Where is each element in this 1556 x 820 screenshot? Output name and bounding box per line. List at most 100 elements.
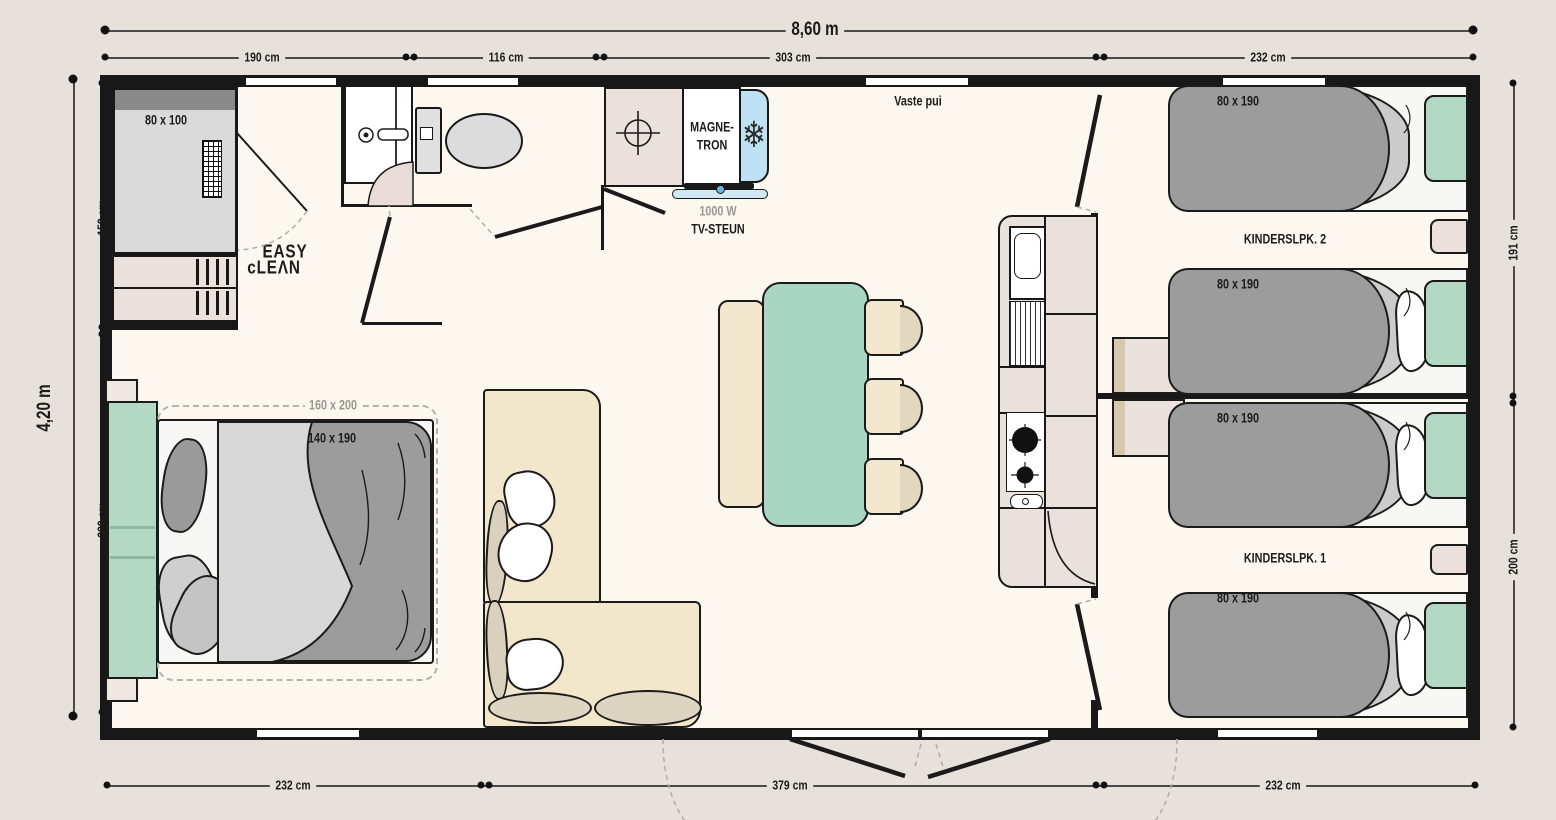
dim-label: 232 cm xyxy=(1244,49,1292,65)
cabinet-edge xyxy=(1114,339,1125,392)
drain-grate xyxy=(202,140,222,198)
french-door-leaf xyxy=(927,736,1051,780)
kids-bed-headboard xyxy=(1424,280,1468,367)
wall-bathroom-left xyxy=(341,87,344,207)
french-door-swing-arc xyxy=(1154,738,1178,820)
tv-stand-knob xyxy=(716,185,725,194)
wall-hall-stub xyxy=(601,185,604,250)
bed-size-label: 80 x 190 xyxy=(1216,590,1260,606)
dim-dot xyxy=(1469,53,1477,61)
dining-chair xyxy=(864,458,923,515)
cabinet-edge xyxy=(1114,401,1125,455)
toilet-flush-button xyxy=(420,127,433,140)
kitchen-counter-line xyxy=(1000,366,1044,368)
nightstand xyxy=(1430,219,1468,254)
bathroom-sink-unit xyxy=(344,85,413,184)
dining-bench xyxy=(718,300,765,508)
easy-clean-logo-bottom: cLEɅN xyxy=(247,257,301,278)
dim-label: 232 cm xyxy=(269,777,317,793)
louvre-slat xyxy=(216,259,219,285)
dining-chair xyxy=(864,378,923,435)
nightstand xyxy=(105,676,138,702)
dim-dot xyxy=(1509,399,1517,407)
master-headboard xyxy=(107,401,158,679)
wall-kids-divider xyxy=(1091,393,1468,399)
microwave-label-2: TRON xyxy=(696,137,728,153)
dim-dot xyxy=(1471,781,1479,789)
louvre-slat xyxy=(226,291,229,315)
louvre-slat xyxy=(206,291,209,315)
master-headboard-line xyxy=(110,556,155,559)
kids-room-1-label: KINDERSLPK. 1 xyxy=(1243,550,1327,566)
dim-dot xyxy=(1100,781,1108,789)
dim-dot xyxy=(477,781,485,789)
dim-dot xyxy=(1509,79,1517,87)
kitchen-drainer xyxy=(1009,301,1045,366)
master-bed-size-label: 140 x 190 xyxy=(307,430,357,446)
window xyxy=(1217,729,1318,738)
dim-line-left-total xyxy=(73,79,75,716)
louvre-closet-divider xyxy=(114,287,236,289)
dim-label: 190 cm xyxy=(238,49,286,65)
bed-size-label: 80 x 190 xyxy=(1216,276,1260,292)
kids-bed-headboard xyxy=(1424,95,1468,182)
dim-dot xyxy=(600,53,608,61)
tv-mount-label: TV-STEUN xyxy=(691,221,745,237)
kids-bed-headboard xyxy=(1424,602,1468,689)
french-door-leaf xyxy=(789,736,906,779)
bathroom-sink-divider xyxy=(395,87,397,182)
dim-label: 379 cm xyxy=(766,777,814,793)
fridge xyxy=(739,89,769,183)
wall-bathroom-bottom xyxy=(341,204,472,207)
wardrobe-size-label: 80 x 100 xyxy=(144,112,188,128)
dim-dot xyxy=(1509,392,1517,400)
master-duvet xyxy=(218,421,432,662)
toilet-tank xyxy=(415,107,442,174)
snowflake-icon: ❄ xyxy=(741,114,767,155)
bed-size-label: 80 x 190 xyxy=(1216,410,1260,426)
kids-bed-headboard xyxy=(1424,412,1468,499)
dim-label-total-width: 8,60 m xyxy=(785,19,845,41)
dim-dot xyxy=(68,711,78,721)
dim-dot xyxy=(1092,53,1100,61)
bed-size-label: 80 x 190 xyxy=(1216,93,1260,109)
dim-label: 116 cm xyxy=(483,49,529,65)
fixed-window-label: Vaste pui xyxy=(894,93,942,109)
window xyxy=(245,77,337,86)
kids-bed-duvet xyxy=(1168,85,1390,212)
dim-label: 232 cm xyxy=(1259,777,1307,793)
louvre-slat xyxy=(226,259,229,285)
sofa-seat-cushion xyxy=(488,692,592,724)
toilet-bowl xyxy=(445,113,523,169)
dim-dot xyxy=(1468,25,1478,35)
wall-kitchen-bedrooms-stub xyxy=(1091,700,1098,728)
tv-power-label: 1000 W xyxy=(699,203,737,219)
kids-bed-duvet xyxy=(1168,402,1390,528)
dim-label: 191 cm xyxy=(1505,219,1521,267)
louvre-slat xyxy=(196,259,199,285)
dim-dot xyxy=(101,53,109,61)
wardrobe-top-shelf xyxy=(115,90,235,110)
wall-closet-bottom xyxy=(112,322,238,330)
kids-bed-duvet xyxy=(1168,592,1390,718)
dim-dot xyxy=(402,53,410,61)
boiler-cabinet xyxy=(604,87,684,187)
wall-bedroom-top xyxy=(362,322,442,325)
kitchen-control-knob xyxy=(1022,498,1029,505)
kids-room-2-label: KINDERSLPK. 2 xyxy=(1243,231,1327,247)
kitchen-counter-divider xyxy=(1044,217,1046,586)
dim-dot xyxy=(100,25,110,35)
french-door-panel xyxy=(921,729,1049,738)
louvre-slat xyxy=(206,259,209,285)
dim-dot xyxy=(68,74,78,84)
dim-dot xyxy=(1100,53,1108,61)
louvre-slat xyxy=(196,291,199,315)
window-vaste-pui xyxy=(865,77,969,86)
louvre-slat xyxy=(216,291,219,315)
kitchen-hob-panel xyxy=(1006,412,1045,492)
window xyxy=(427,77,519,86)
dim-dot xyxy=(592,53,600,61)
sofa-seat-cushion xyxy=(594,690,702,726)
microwave-label-1: MAGNE- xyxy=(690,119,734,135)
